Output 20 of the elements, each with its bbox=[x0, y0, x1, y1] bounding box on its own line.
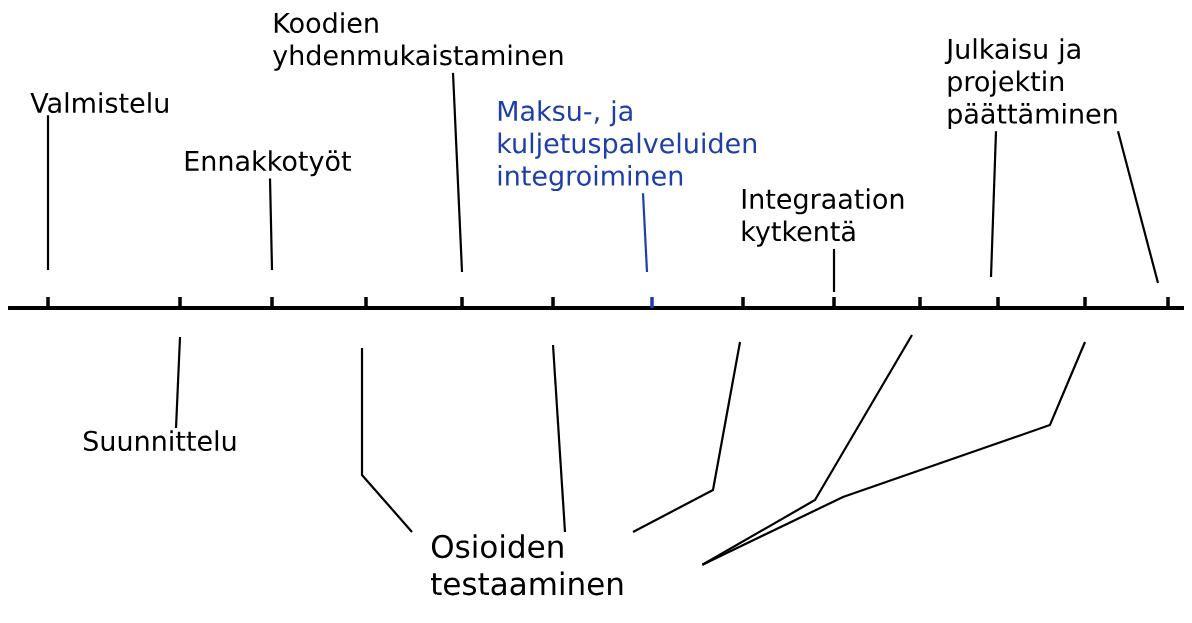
leader-line bbox=[1116, 131, 1160, 284]
leader-line bbox=[551, 344, 567, 533]
phase-label: Koodien yhdenmukaistaminen bbox=[273, 12, 563, 71]
phase-label: Julkaisu ja projektin päättäminen bbox=[944, 38, 1117, 130]
phase-label: Osioiden testaaminen bbox=[431, 534, 623, 596]
phase-label: Ennakkotyöt bbox=[185, 150, 351, 177]
leader-line bbox=[989, 131, 998, 278]
leader-line bbox=[268, 178, 274, 270]
leader-line bbox=[632, 341, 742, 533]
leader-line bbox=[174, 336, 182, 429]
leader-line bbox=[360, 348, 413, 533]
leader-line bbox=[832, 248, 836, 292]
phase-label: Suunnittelu bbox=[84, 430, 236, 452]
leader-line bbox=[451, 72, 464, 273]
phase-label: Valmistelu bbox=[30, 92, 168, 114]
leader-line bbox=[701, 341, 1086, 566]
leader-line bbox=[641, 193, 649, 273]
leader-line bbox=[701, 334, 913, 566]
leader-line bbox=[46, 115, 50, 270]
phase-label: Integraation kytkentä bbox=[742, 188, 904, 247]
